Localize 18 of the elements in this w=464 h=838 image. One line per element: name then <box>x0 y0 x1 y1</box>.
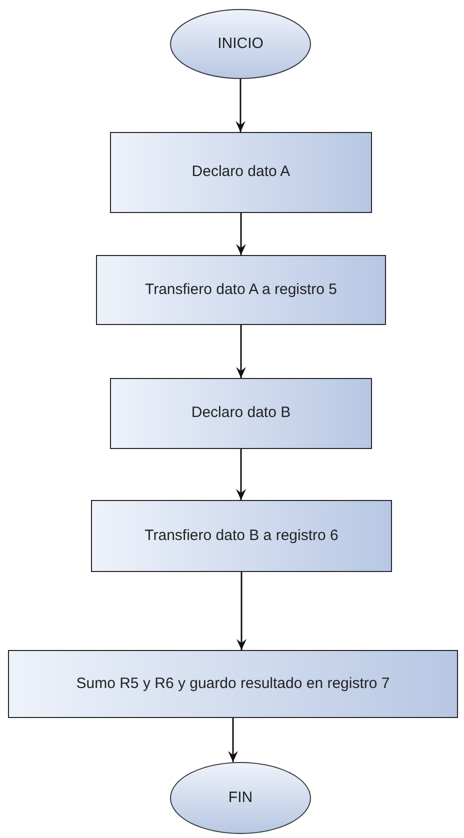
arrow <box>236 572 246 650</box>
node-label: INICIO <box>218 34 264 54</box>
process-box <box>91 500 392 572</box>
node-label: Declaro dato A <box>192 162 290 182</box>
process-box <box>8 650 458 718</box>
process-box <box>96 255 386 325</box>
arrow <box>236 325 246 378</box>
process-box <box>110 132 372 213</box>
node-label: FIN <box>228 788 253 808</box>
node-label: Transfiero dato A a registro 5 <box>144 280 338 300</box>
node-label: Declaro dato B <box>191 403 291 424</box>
arrow <box>236 79 246 132</box>
arrow <box>228 718 238 762</box>
node-label: Transfiero dato B a registro 6 <box>144 526 338 546</box>
process-box <box>110 378 372 449</box>
arrow <box>236 449 246 500</box>
node-label: Sumo R5 y R6 y guardo resultado en registro 7 <box>76 674 390 694</box>
arrow <box>236 213 246 255</box>
